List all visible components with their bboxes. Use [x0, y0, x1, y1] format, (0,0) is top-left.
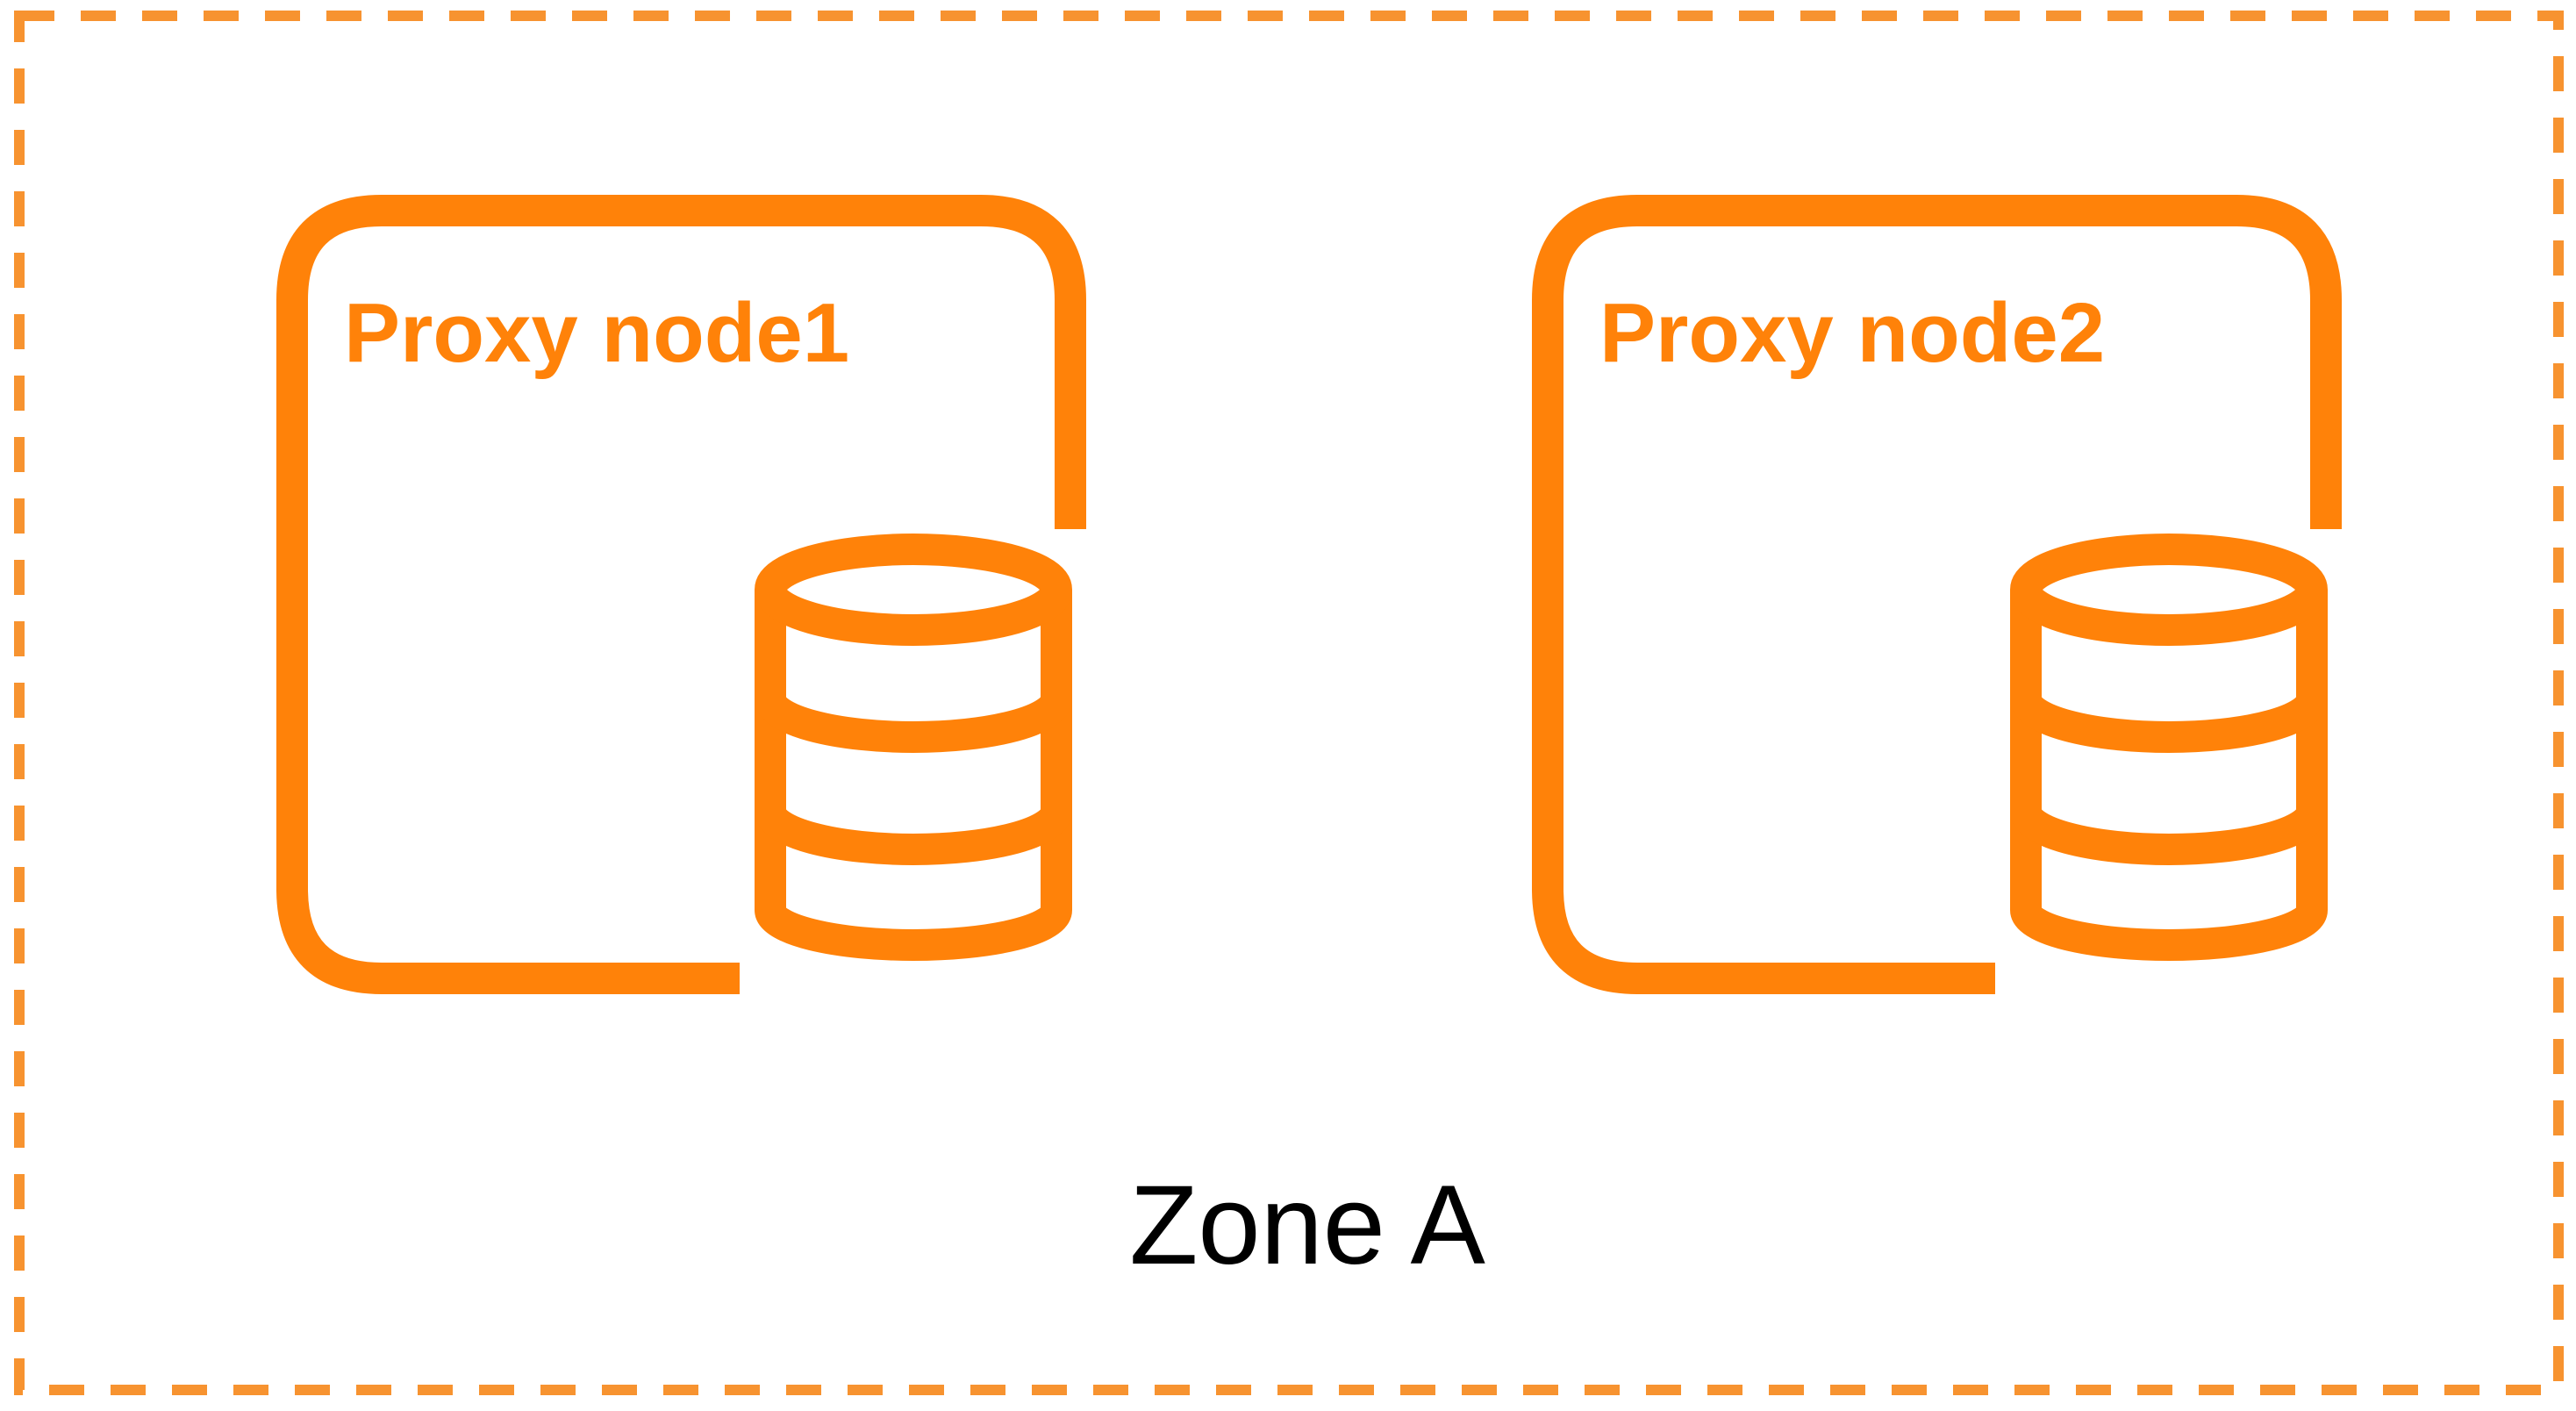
zone-label: Zone A [1129, 1163, 1485, 1288]
database-ring-2 [2010, 807, 2328, 865]
database-ring-1 [755, 695, 1072, 753]
database-icon [2010, 534, 2328, 961]
proxy-node-1: Proxy node1 [276, 195, 1086, 994]
database-icon [755, 534, 1072, 961]
node-frame [276, 195, 1086, 994]
node-label: Proxy node2 [1599, 286, 2105, 380]
proxy-node-2: Proxy node2 [1532, 195, 2342, 994]
database-ring-2 [755, 807, 1072, 865]
database-ring-1 [2010, 695, 2328, 753]
database-top [2010, 534, 2328, 646]
database-top [755, 534, 1072, 646]
database-cylinder-body [2010, 590, 2328, 961]
node-label: Proxy node1 [344, 286, 849, 380]
zone-boundary [14, 11, 2564, 1395]
database-cylinder-body [755, 590, 1072, 961]
node-frame [1532, 195, 2342, 994]
